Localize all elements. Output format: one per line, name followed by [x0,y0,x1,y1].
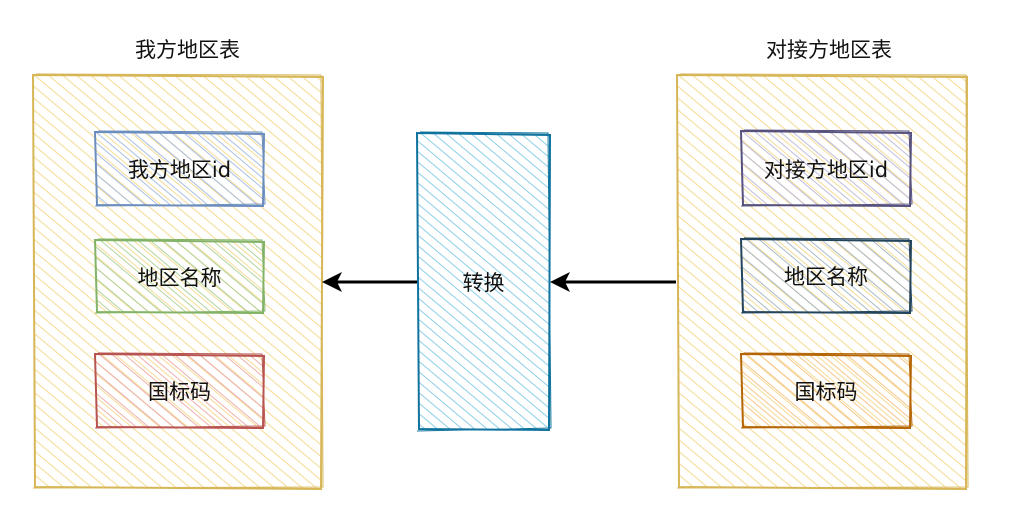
right-field-id-label: 对接方地区id [763,157,889,182]
right-table-title: 对接方地区表 [766,38,892,62]
converter-label: 转换 [462,270,505,295]
right-field-name-box [739,237,913,315]
converter-box [415,131,552,432]
left-field-name-label: 地区名称 [137,265,222,290]
left-field-id-box [93,130,266,208]
right-field-name-label: 地区名称 [784,265,868,289]
arrow-converter-to-left [322,272,417,292]
left-field-id-label: 我方地区id [127,158,232,182]
left-table-title: 我方地区表 [135,38,240,62]
left-field-code-label: 国标码 [148,380,211,404]
left-field-code-box [93,352,266,430]
right-field-id-box [739,129,913,208]
right-field-code-label: 国标码 [794,380,858,404]
arrow-right-to-converter [550,272,676,292]
right-field-code-box [739,352,913,430]
left-field-name-box [93,238,266,315]
